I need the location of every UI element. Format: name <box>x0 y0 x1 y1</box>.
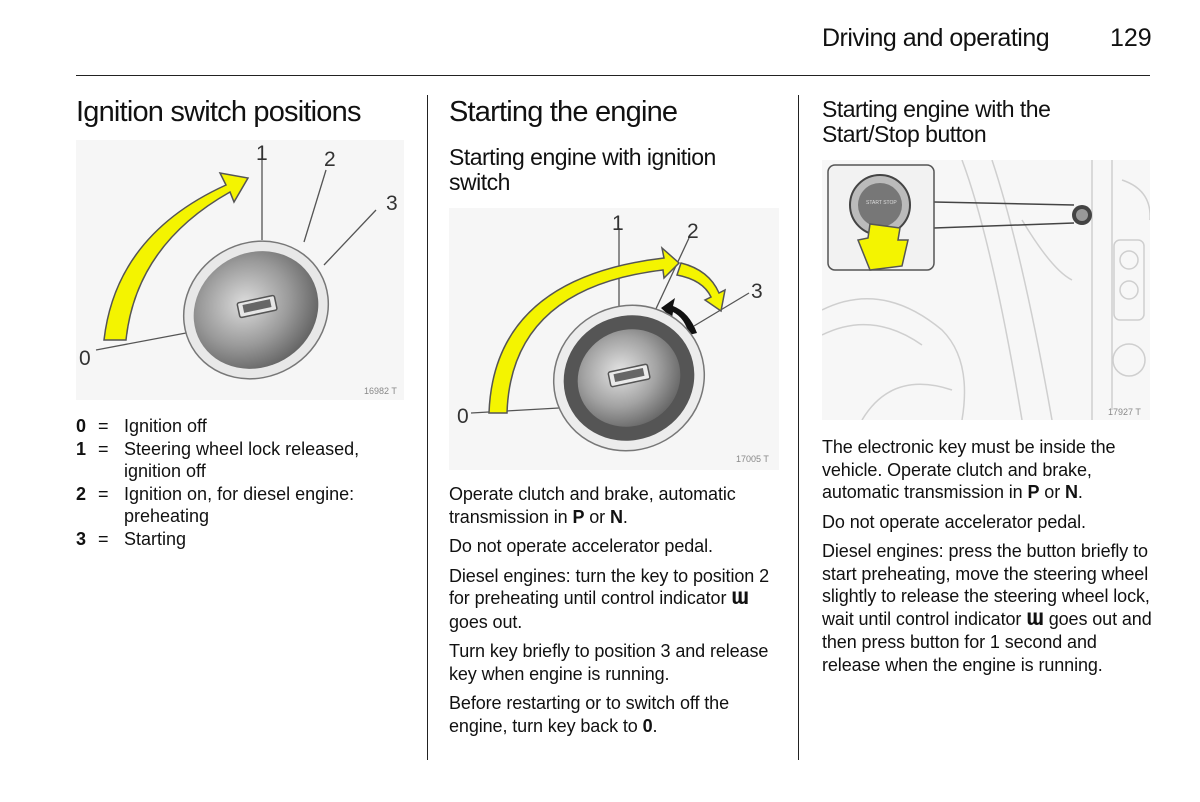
legend-description: Steering wheel lock released, ignition o… <box>124 438 360 482</box>
paragraph-clutch-brake: Operate clutch and brake, automatic tran… <box>449 484 736 527</box>
figure-id: 17927 T <box>1108 407 1141 417</box>
figure-id: 16982 T <box>364 386 397 396</box>
legend-number: 2 <box>76 483 87 504</box>
position-label-3: 3 <box>751 280 763 303</box>
section-title: Driving and operating <box>822 24 1050 52</box>
paragraph-diesel-preheating: Diesel engines: turn the key to position… <box>449 565 769 632</box>
legend-description: Ignition on, for diesel engine: preheati… <box>124 483 355 527</box>
column-divider-1 <box>427 95 428 760</box>
legend-row: 0 = Ignition off <box>76 415 404 438</box>
ignition-switch-figure: 1 2 3 0 16982 T <box>76 140 404 400</box>
legend-number: 3 <box>76 528 87 549</box>
figure-id: 17005 T <box>736 454 769 464</box>
legend-equals: = <box>98 416 109 436</box>
position-legend: 0 = Ignition off 1 = Steering wheel lock… <box>76 415 404 550</box>
position-label-2: 2 <box>324 148 336 171</box>
start-stop-instructions: The electronic key must be inside the ve… <box>822 436 1152 683</box>
paragraph-restart: Before restarting or to switch off the e… <box>449 693 730 736</box>
legend-description: Ignition off <box>124 416 207 436</box>
legend-equals: = <box>98 483 109 504</box>
subheading-ignition-switch: Starting engine with ignition switch <box>449 144 716 195</box>
paragraph-turn-key: Turn key briefly to position 3 and relea… <box>449 641 769 684</box>
page-header: Driving and operating 129 <box>0 0 1200 80</box>
column-divider-2 <box>798 95 799 760</box>
position-label-3: 3 <box>386 192 398 215</box>
position-label-2: 2 <box>687 220 699 243</box>
paragraph-accelerator: Do not operate accelerator pedal. <box>822 511 1086 532</box>
legend-row: 2 = Ignition on, for diesel engine: preh… <box>76 483 404 528</box>
position-label-0: 0 <box>79 347 91 370</box>
preheating-indicator-icon: Ɯ <box>731 589 749 609</box>
start-stop-illustration: START STOP <box>821 159 1151 421</box>
legend-row: 1 = Steering wheel lock released, igniti… <box>76 438 404 483</box>
button-label: START STOP <box>866 200 897 206</box>
start-stop-figure: START STOP 17927 T <box>821 159 1151 421</box>
legend-equals: = <box>98 438 109 459</box>
ignition-switch-illustration: 1 2 3 0 <box>79 142 398 380</box>
legend-number: 0 <box>76 416 87 436</box>
starting-engine-illustration: 1 2 3 0 <box>457 212 763 452</box>
preheating-indicator-icon: Ɯ <box>1026 609 1044 630</box>
ignition-start-instructions: Operate clutch and brake, automatic tran… <box>449 483 784 744</box>
paragraph-accelerator: Do not operate accelerator pedal. <box>449 536 713 556</box>
position-label-1: 1 <box>612 212 624 235</box>
heading-starting-the-engine: Starting the engine <box>449 96 678 128</box>
starting-engine-figure: 1 2 3 0 17005 T <box>449 208 779 470</box>
legend-equals: = <box>98 528 109 549</box>
legend-description: Starting <box>124 528 187 549</box>
heading-ignition-switch-positions: Ignition switch positions <box>76 96 361 128</box>
legend-row: 3 = Starting <box>76 528 404 551</box>
page-number: 129 <box>1110 24 1152 52</box>
paragraph-electronic-key: The electronic key must be inside the ve… <box>822 437 1116 502</box>
paragraph-diesel-button: Diesel engines: press the button briefly… <box>822 541 1152 675</box>
position-label-0: 0 <box>457 405 469 428</box>
position-label-1: 1 <box>256 142 268 165</box>
legend-number: 1 <box>76 438 87 459</box>
header-rule <box>76 75 1150 76</box>
heading-start-stop-button: Starting engine with the Start/Stop butt… <box>822 96 1051 147</box>
